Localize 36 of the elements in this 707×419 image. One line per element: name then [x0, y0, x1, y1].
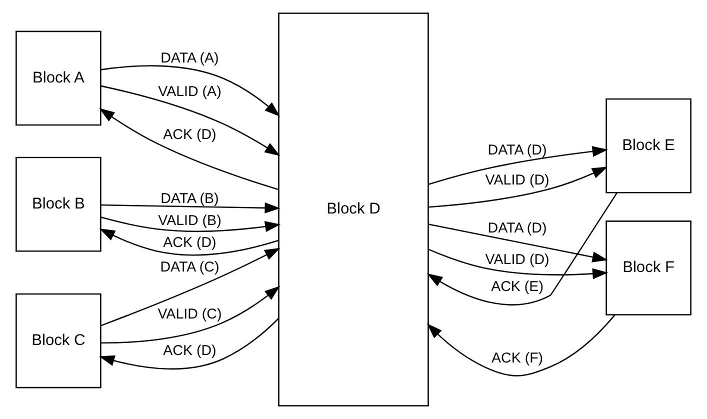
edge-label: ACK (D)	[163, 127, 216, 144]
edge-label: VALID (A)	[158, 84, 222, 100]
edge-label: DATA (D)	[488, 142, 547, 159]
node-box: Block B	[16, 156, 102, 252]
arrow	[100, 216, 281, 232]
arrow	[100, 248, 280, 326]
arrow	[99, 228, 279, 256]
node-box: Block A	[16, 30, 102, 126]
arrow	[101, 202, 280, 214]
edge-label: DATA (D)	[488, 220, 547, 237]
arrow	[427, 192, 618, 306]
node-box: Block E	[606, 98, 692, 194]
arrow	[100, 65, 280, 117]
arrow	[99, 108, 279, 190]
edge-label: ACK (F)	[491, 350, 544, 367]
node-box: Block F	[606, 220, 692, 316]
arrow	[100, 85, 280, 156]
edge-label: VALID (D)	[485, 252, 550, 268]
arrow	[426, 314, 616, 376]
node-box: Block D	[278, 12, 429, 406]
edge-label: DATA (B)	[160, 190, 219, 207]
edge-label: VALID (B)	[158, 212, 222, 229]
arrow	[428, 166, 608, 208]
edge-label: VALID (C)	[158, 306, 222, 322]
node-box: Block C	[16, 293, 102, 388]
edge-label: ACK (D)	[163, 342, 216, 359]
edge-label: VALID (D)	[485, 172, 550, 189]
arrow	[428, 224, 608, 262]
arrow	[100, 286, 280, 344]
edge-label: ACK (D)	[163, 234, 216, 251]
arrow	[428, 248, 608, 280]
edge-label: ACK (E)	[491, 279, 544, 296]
arrow	[98, 318, 280, 370]
arrow	[428, 146, 608, 185]
edge-label: DATA (C)	[160, 260, 220, 276]
edge-label: DATA (A)	[160, 50, 219, 66]
